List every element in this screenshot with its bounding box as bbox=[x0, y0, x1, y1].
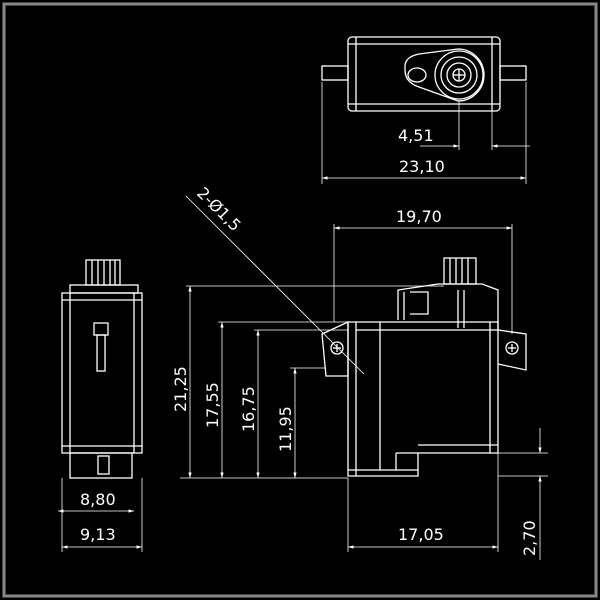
dim-lower-height: 11,95 bbox=[276, 406, 295, 452]
front-view: 19,70 2-Ø1,5 21,25 17,55 16,75 11,95 17,… bbox=[171, 183, 548, 560]
dim-side-width-outer: 9,13 bbox=[80, 525, 116, 544]
dim-base-length: 17,05 bbox=[398, 525, 444, 544]
dim-overall-length: 23,10 bbox=[399, 157, 445, 176]
side-view: 8,80 9,13 bbox=[58, 259, 143, 552]
dim-mount-hole: 2-Ø1,5 bbox=[193, 183, 245, 235]
dim-horn-offset: 4,51 bbox=[398, 126, 434, 145]
top-view: 4,51 23,10 bbox=[321, 36, 530, 184]
dim-flange-offset: 2,70 bbox=[520, 520, 539, 556]
dim-flange-height: 16,75 bbox=[239, 386, 258, 432]
dim-body-length: 19,70 bbox=[396, 207, 442, 226]
dim-height-to-flange: 17,55 bbox=[203, 382, 222, 428]
dim-side-width-inner: 8,80 bbox=[80, 490, 116, 509]
dim-total-height: 21,25 bbox=[171, 366, 190, 412]
